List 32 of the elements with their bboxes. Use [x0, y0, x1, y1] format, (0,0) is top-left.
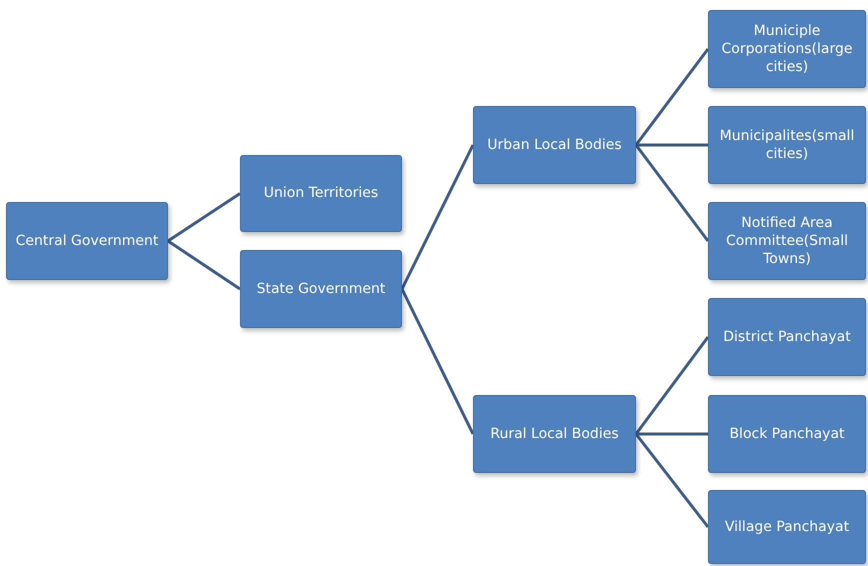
box-label: Village Panchayat	[724, 518, 850, 536]
process-box	[473, 395, 636, 473]
process-box	[708, 10, 866, 88]
process-box	[708, 202, 866, 280]
box-label: Union Territories	[264, 184, 378, 203]
connector-line	[634, 433, 710, 528]
process-box	[473, 106, 636, 184]
box-label: Municipalites(small cities)	[718, 126, 856, 164]
box-label: Urban Local Bodies	[487, 136, 622, 154]
process-box	[6, 202, 168, 280]
box-label: Block Panchayat	[729, 424, 845, 444]
connector-line	[634, 144, 710, 242]
connector-line	[400, 144, 474, 290]
box-label: Municiple Corporations(large cities)	[720, 22, 854, 76]
connector-line	[400, 288, 474, 435]
process-box	[708, 395, 866, 473]
connector-line	[167, 192, 241, 242]
connector-line	[634, 48, 710, 146]
box-label: Central Government	[16, 232, 158, 250]
process-box	[708, 298, 866, 376]
connector-line	[167, 240, 241, 290]
connector-line	[636, 432, 708, 436]
box-label: State Government	[256, 280, 386, 298]
box-label: District Panchayat	[723, 328, 851, 346]
process-box	[708, 106, 866, 184]
process-box	[708, 490, 866, 564]
box-label: Notified Area Committee(Small Towns)	[724, 214, 850, 268]
connector-line	[634, 336, 710, 435]
process-box	[240, 250, 402, 328]
connector-line	[636, 144, 708, 146]
box-label: Rural Local Bodies	[490, 424, 619, 444]
process-box	[240, 155, 402, 232]
